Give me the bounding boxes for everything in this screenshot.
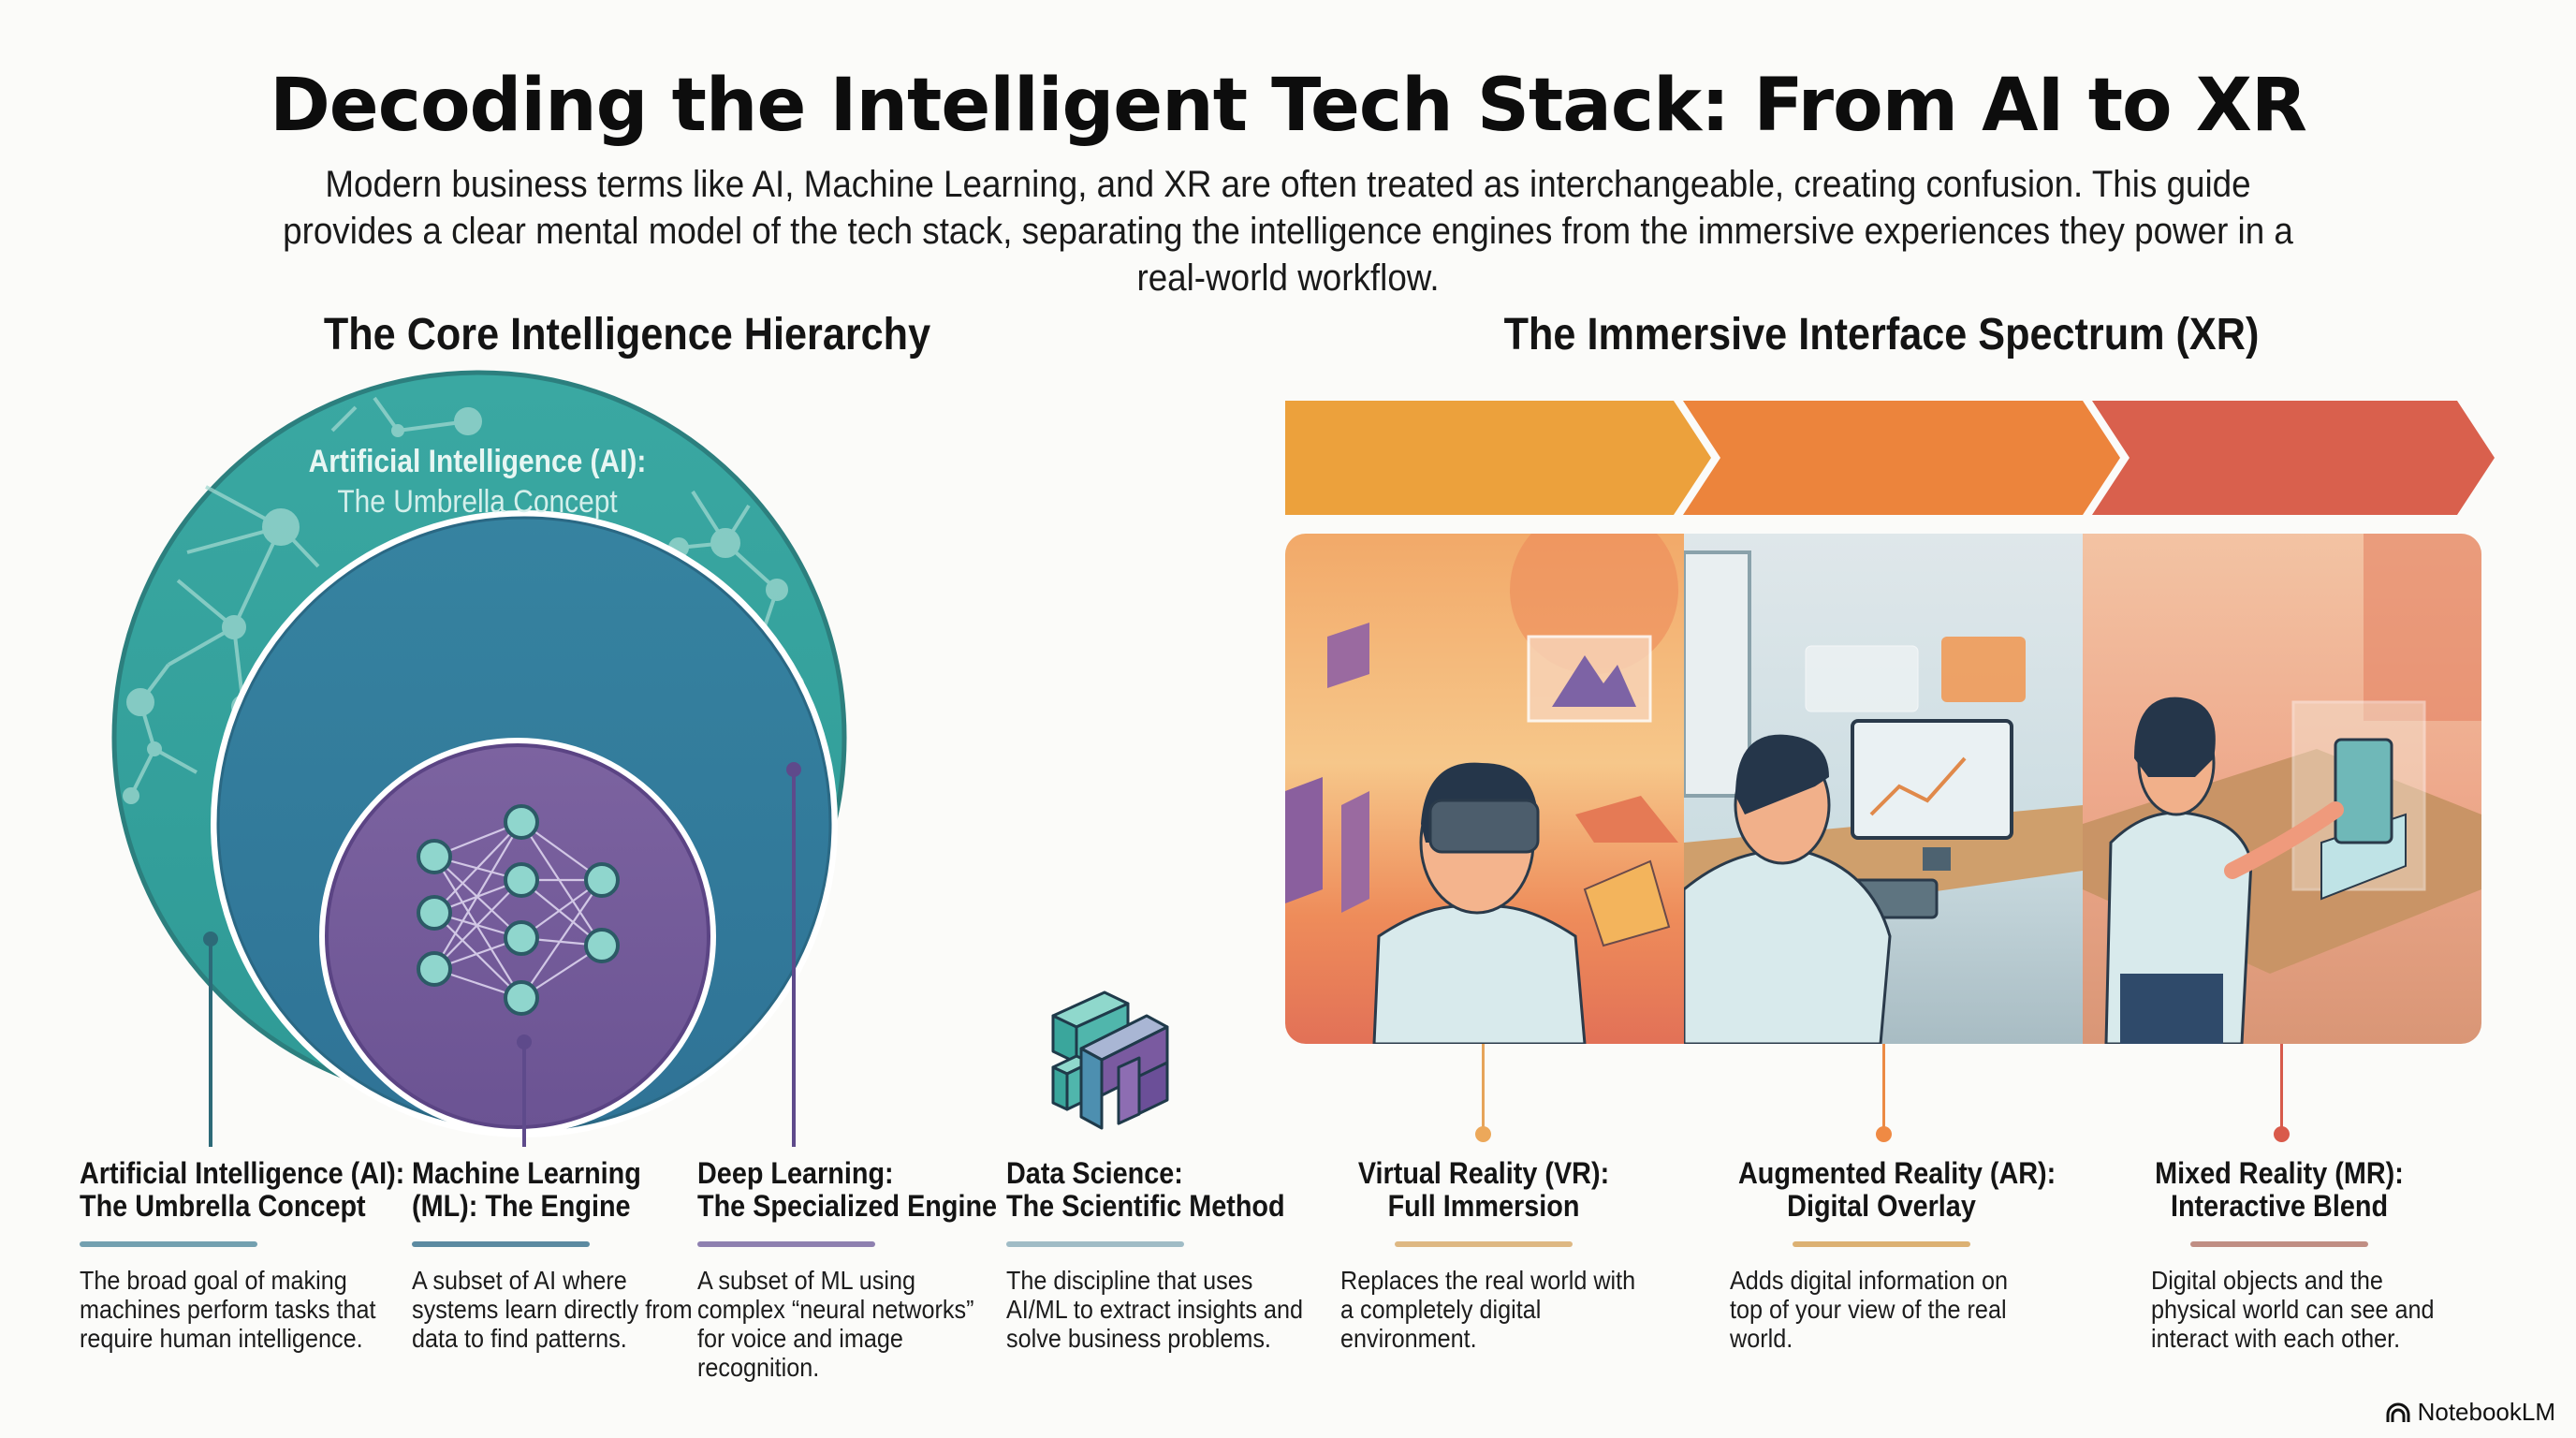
- mr-person-hologram-icon: [2083, 534, 2481, 1044]
- term-data-science: Data Science:The Scientific Method The d…: [1006, 1157, 1343, 1353]
- data-science-blocks-icon: [1051, 990, 1169, 1130]
- term-vr-divider: [1395, 1241, 1573, 1247]
- xr-illustration-panel: [1285, 534, 2481, 1044]
- section-heading-intelligence-hierarchy: The Core Intelligence Hierarchy: [323, 310, 931, 360]
- term-data-science-desc: The discipline that uses AI/ML to extrac…: [1006, 1266, 1304, 1353]
- intelligence-hierarchy-diagram: Artificial Intelligence (AI): The Umbrel…: [0, 356, 936, 1198]
- term-mr: Mixed Reality (MR):Interactive Blend Dig…: [2125, 1156, 2435, 1354]
- vr-person-headset-icon: [1285, 534, 1678, 1044]
- term-ai-divider: [80, 1241, 257, 1247]
- chevron-mr: [2092, 401, 2495, 515]
- mr-connector: [2274, 1044, 2290, 1142]
- term-dl-divider: [697, 1241, 875, 1247]
- term-mr-desc: Digital objects and the physical world c…: [2151, 1266, 2435, 1353]
- chevron-vr: [1285, 401, 1711, 515]
- hierarchy-connectors: [203, 762, 801, 1147]
- term-dl-desc: A subset of ML using complex “neural net…: [697, 1266, 974, 1382]
- vr-connector: [1475, 1044, 1491, 1142]
- term-ar-desc: Adds digital information on top of your …: [1730, 1266, 2008, 1353]
- ar-person-desk-icon: [1684, 550, 2083, 1044]
- term-data-science-divider: [1006, 1241, 1184, 1247]
- ai-circle-label: Artificial Intelligence (AI): The Umbrel…: [234, 444, 721, 521]
- term-mr-divider: [2190, 1241, 2368, 1247]
- brand-name: NotebookLM: [2417, 1398, 2555, 1426]
- nested-circles-graphic: [111, 370, 847, 1147]
- term-ar: Augmented Reality (AR):Digital Overlay A…: [1722, 1156, 2056, 1354]
- term-ml-title: Machine Learning(ML): The Engine: [412, 1156, 641, 1223]
- mr-connector-dot: [2274, 1126, 2290, 1142]
- xr-spectrum-chevrons: [1285, 401, 2495, 515]
- term-vr-desc: Replaces the real world with a completel…: [1340, 1266, 1636, 1353]
- chevron-ar: [1683, 401, 2120, 515]
- term-data-science-title: Data Science:The Scientific Method: [1006, 1156, 1285, 1223]
- term-ai-title: Artificial Intelligence (AI):The Umbrell…: [80, 1156, 405, 1223]
- ai-circle-label-sub: The Umbrella Concept: [337, 484, 618, 520]
- term-ai: Artificial Intelligence (AI):The Umbrell…: [80, 1157, 441, 1353]
- page-subtitle: Modern business terms like AI, Machine L…: [283, 164, 2293, 299]
- vr-scene-illustration: [1285, 534, 1684, 1044]
- mr-scene-illustration: [2083, 534, 2481, 1044]
- page-title: Decoding the Intelligent Tech Stack: Fro…: [270, 64, 2307, 148]
- ar-connector-dot: [1876, 1126, 1892, 1142]
- ai-circle-label-title: Artificial Intelligence (AI):: [308, 444, 647, 479]
- term-mr-title: Mixed Reality (MR):Interactive Blend: [2155, 1156, 2404, 1223]
- ar-connector: [1876, 1044, 1892, 1142]
- term-ml-divider: [412, 1241, 590, 1247]
- term-ar-title: Augmented Reality (AR):Digital Overlay: [1738, 1156, 2056, 1223]
- term-dl: Deep Learning:The Specialized Engine A s…: [697, 1157, 1034, 1382]
- term-vr-title: Virtual Reality (VR):Full Immersion: [1357, 1156, 1610, 1223]
- neural-network-icon: [417, 804, 620, 1016]
- notebooklm-brand: NotebookLM: [2386, 1398, 2555, 1427]
- term-vr: Virtual Reality (VR):Full Immersion Repl…: [1329, 1156, 1638, 1354]
- term-dl-title: Deep Learning:The Specialized Engine: [697, 1156, 998, 1223]
- term-ml-desc: A subset of AI where systems learn direc…: [412, 1266, 693, 1353]
- term-ar-divider: [1793, 1241, 1970, 1247]
- section-heading-xr-spectrum: The Immersive Interface Spectrum (XR): [1503, 310, 2260, 360]
- vr-connector-dot: [1475, 1126, 1491, 1142]
- ar-scene-illustration: [1684, 534, 2083, 1044]
- notebooklm-logo-icon: [2386, 1402, 2410, 1422]
- term-ml: Machine Learning(ML): The Engine A subse…: [412, 1157, 749, 1353]
- term-ai-desc: The broad goal of making machines perfor…: [80, 1266, 376, 1353]
